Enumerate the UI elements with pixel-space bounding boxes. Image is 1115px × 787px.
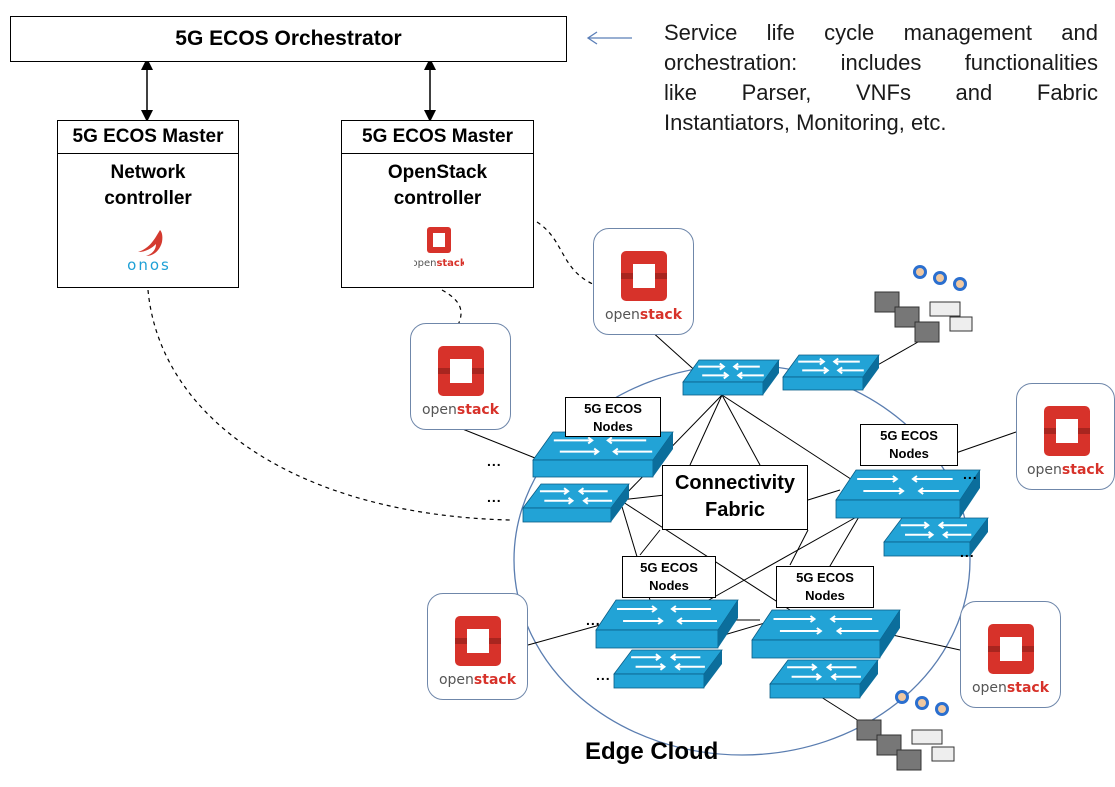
- fabric-mesh: [619, 394, 861, 646]
- openstack-wordmark: openstack: [1026, 462, 1105, 478]
- controller-line-2: controller: [104, 188, 192, 209]
- onos-bird-icon: onos: [127, 230, 171, 274]
- edge-cloud-label: Edge Cloud: [585, 738, 719, 765]
- node-group-label-1: 5G ECOS Nodes: [565, 397, 661, 437]
- node-label-line-2: Nodes: [805, 588, 845, 603]
- switch-icon: [682, 359, 780, 396]
- switch-icon: [751, 609, 901, 659]
- switch-icon: [532, 431, 674, 478]
- node-label-line-1: 5G ECOS: [796, 570, 854, 585]
- master-network-controller: 5G ECOS Master Network controller onos: [57, 120, 239, 288]
- openstack-card-3: openstack: [1016, 383, 1115, 490]
- controller-line-1: OpenStack: [387, 162, 488, 183]
- ellipsis-5: ...: [586, 612, 601, 628]
- node-group-label-2: 5G ECOS Nodes: [860, 424, 958, 466]
- orchestrator-title: 5G ECOS Orchestrator: [175, 27, 402, 50]
- switch-icon: [835, 469, 981, 519]
- openstack-card-5: openstack: [960, 601, 1061, 708]
- openstack-icon: [621, 251, 667, 301]
- master-openstack-controller: 5G ECOS Master OpenStack controller open…: [341, 120, 534, 288]
- switch-icon: [883, 517, 989, 557]
- switch-icon: [613, 649, 723, 689]
- openstack-wordmark: openstack: [971, 680, 1050, 696]
- link-os3: [949, 431, 1017, 456]
- controller-label: OpenStack controller: [342, 160, 533, 212]
- node-group-label-4: 5G ECOS Nodes: [776, 566, 874, 608]
- fabric-line-1: Connectivity: [674, 472, 796, 494]
- openstack-card-1: openstack: [593, 228, 694, 335]
- link-os4: [527, 624, 601, 646]
- link-os1: [459, 427, 541, 461]
- openstack-wordmark: openstack: [438, 672, 517, 688]
- orchestrator-box: 5G ECOS Orchestrator: [10, 16, 567, 62]
- ellipsis-2: ...: [487, 489, 502, 505]
- users-group-2: [852, 685, 962, 785]
- openstack-icon: [988, 624, 1034, 674]
- master-header: 5G ECOS Master: [58, 121, 238, 154]
- openstack-icon: openstack: [414, 227, 464, 269]
- switch-icon: [769, 659, 879, 699]
- description-arrowhead: [586, 31, 598, 45]
- node-group-label-3: 5G ECOS Nodes: [622, 556, 716, 598]
- controller-line-1: Network: [110, 162, 186, 183]
- users-workstation-icon: [856, 690, 955, 771]
- switch-icon: [782, 354, 880, 391]
- node-label-line-1: 5G ECOS: [584, 401, 642, 416]
- onos-dashed-link: [147, 289, 511, 521]
- ellipsis-6: ...: [596, 667, 611, 683]
- openstack-logo-small: openstack: [414, 225, 464, 273]
- ellipsis-1: ...: [487, 453, 502, 469]
- openstack-wordmark: openstack: [421, 402, 500, 418]
- switch-icon: [522, 483, 630, 523]
- link-os2: [649, 329, 701, 376]
- svg-text:onos: onos: [127, 256, 171, 274]
- node-label-line-2: Nodes: [649, 578, 689, 593]
- switch-icon: [595, 599, 739, 649]
- fabric-line-2: Fabric: [704, 499, 766, 521]
- openstack-wordmark: openstack: [604, 307, 683, 323]
- controller-label: Network controller: [58, 160, 238, 212]
- svg-text:openstack: openstack: [414, 258, 464, 269]
- node-label-line-2: Nodes: [889, 446, 929, 461]
- master-header: 5G ECOS Master: [342, 121, 533, 154]
- connectivity-fabric-box: Connectivity Fabric: [662, 465, 808, 530]
- openstack-card-4: openstack: [427, 593, 528, 700]
- openstack-icon: [438, 346, 484, 396]
- openstack-icon: [1044, 406, 1090, 456]
- openstack-card-2: openstack: [410, 323, 511, 430]
- description-line-4: Instantiators, Monitoring, etc.: [664, 110, 947, 135]
- description-line-1: Service life cycle management and: [664, 20, 1098, 45]
- openstack-ctrl-dashed-link-2: [441, 289, 462, 326]
- openstack-icon: [455, 616, 501, 666]
- ellipsis-3: ...: [963, 466, 978, 482]
- users-workstation-icon: [874, 265, 973, 343]
- ellipsis-4: ...: [960, 544, 975, 560]
- node-label-line-2: Nodes: [593, 419, 633, 434]
- controller-line-2: controller: [393, 188, 482, 209]
- node-label-line-1: 5G ECOS: [880, 428, 938, 443]
- onos-logo: onos: [106, 224, 192, 274]
- node-label-line-1: 5G ECOS: [640, 560, 698, 575]
- description-line-3: like Parser, VNFs and Fabric: [664, 80, 1098, 105]
- openstack-ctrl-dashed-link-1: [536, 221, 596, 286]
- description-line-2: orchestration: includes functionalities: [664, 50, 1098, 75]
- orchestrator-description: Service life cycle management and orches…: [664, 18, 1098, 138]
- users-group-1: [870, 262, 980, 357]
